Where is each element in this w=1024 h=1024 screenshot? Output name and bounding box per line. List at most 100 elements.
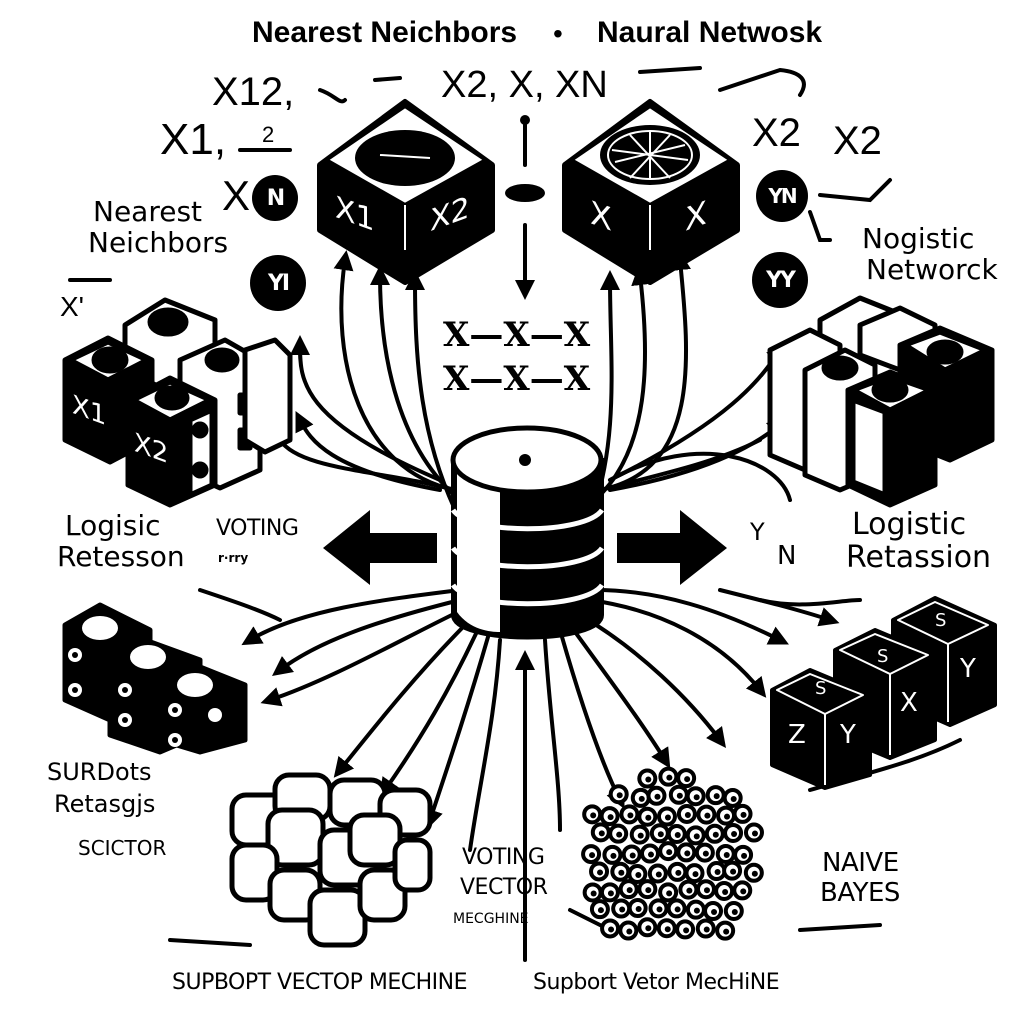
bubble-core: [675, 869, 682, 876]
flow-line: [423, 628, 492, 830]
bubble-core: [666, 774, 673, 781]
bubble-core: [607, 890, 614, 897]
input-label-x-small: X': [60, 291, 85, 322]
right-die-2-top: S: [877, 646, 889, 667]
badge-yy: YY: [752, 252, 808, 308]
bubble-core: [684, 776, 691, 783]
bubble-core: [711, 909, 718, 916]
bubble-core: [740, 811, 747, 818]
center-formula-2: X—X—X: [443, 359, 591, 399]
flow-line: [271, 598, 462, 676]
label-nearest-neighbors-1: Nearest: [93, 195, 203, 228]
flow-line: [543, 638, 562, 832]
decor-stroke: [638, 66, 702, 74]
bubble-core: [590, 890, 597, 897]
decor-stroke: [818, 178, 892, 203]
flow-line: [405, 270, 462, 522]
bubble-core: [674, 831, 681, 838]
bubble-core: [616, 792, 623, 799]
center-formula-1: X—X—X: [443, 315, 591, 355]
bubble-core: [635, 906, 642, 913]
bubble-core: [741, 852, 748, 859]
flow-line: [593, 588, 789, 645]
right-arrow-icon: [617, 510, 727, 585]
decor-stroke: [808, 210, 832, 242]
bottom-cube-cluster: [229, 772, 433, 948]
nn-face-left: X: [590, 193, 612, 239]
bubble-core: [607, 814, 614, 821]
bubble-core: [657, 831, 664, 838]
right-die-1-right: Y: [840, 720, 856, 750]
label-yn-right-y: Y: [750, 518, 765, 546]
label-voting-vector-1: VOTING: [462, 845, 545, 870]
bubble-core: [674, 906, 681, 913]
bubble-core: [664, 926, 671, 933]
bubble-core: [676, 792, 683, 799]
footer-left: SUPBOPT VECTOP MECHINE: [172, 970, 468, 995]
flow-line: [379, 623, 482, 799]
decor-stroke: [718, 67, 806, 97]
bubble-core: [666, 890, 673, 897]
flow-line: [241, 588, 462, 646]
nn-face-right: X: [685, 193, 707, 239]
bubble-core: [692, 871, 699, 878]
bottom-right-dice: [770, 596, 997, 790]
nn-module-box: [562, 99, 740, 285]
flow-line: [558, 628, 625, 809]
neural-net-icon: [600, 125, 700, 185]
bubble-core: [730, 795, 737, 802]
bubble-core: [626, 928, 633, 935]
flow-line: [290, 335, 442, 482]
bubble-core: [683, 927, 690, 934]
flow-line: [333, 618, 472, 778]
right-die-3-top: S: [935, 610, 947, 631]
bubble-core: [598, 830, 605, 837]
decor-stroke: [373, 76, 402, 82]
bubble-core: [655, 871, 662, 878]
bubble-core: [666, 849, 673, 856]
bubble-core: [712, 831, 719, 838]
bubble-core: [654, 793, 661, 800]
bubble-core: [645, 887, 652, 894]
flow-lines: [68, 66, 962, 962]
clock-icon: [355, 130, 455, 186]
label-logistic-regression-left-2: Retesson: [57, 540, 185, 573]
label-naive-bayes-2: BAYES: [820, 878, 900, 908]
right-die-1-top: S: [815, 678, 827, 699]
label-nogistic-network-1: Nogistic: [862, 222, 975, 255]
bubble-core: [610, 852, 617, 859]
title-left: Nearest Neichbors: [252, 16, 518, 49]
bubble-core: [608, 926, 615, 933]
flow-line: [333, 250, 457, 492]
bubble-core: [723, 928, 730, 935]
database-icon: [450, 425, 605, 640]
bubble-core: [751, 830, 758, 837]
bubble-core: [619, 906, 626, 913]
flow-line: [468, 638, 502, 852]
label-support-regression-2: Retasgjs: [54, 790, 156, 818]
flow-line: [260, 608, 464, 707]
bubble-core: [693, 907, 700, 914]
bubble-core: [618, 869, 625, 876]
title-right: Naural Netwosk: [597, 16, 823, 49]
flow-line: [598, 250, 691, 492]
label-voting: VOTING: [216, 516, 299, 541]
bubble-core: [635, 871, 642, 878]
decor-stroke: [798, 923, 882, 932]
input-label-x2-a: X2: [752, 111, 801, 155]
bottom-left-dice: [62, 602, 248, 755]
bubble-core: [656, 906, 663, 913]
bubble-core: [724, 813, 731, 820]
bubble-core: [704, 812, 711, 819]
input-label-x1: X1,: [160, 115, 227, 164]
bubble-core: [713, 793, 720, 800]
label-logistic-regression-right-1: Logistic: [852, 507, 967, 542]
bubble-core: [664, 814, 671, 821]
bubble-core: [590, 812, 597, 819]
footer-right: Supbort Vetor MecHiNE: [533, 970, 780, 995]
flow-line: [568, 623, 671, 769]
decor-stroke: [758, 598, 862, 607]
bubble-core: [731, 908, 738, 915]
bubble-cluster: [581, 766, 764, 941]
